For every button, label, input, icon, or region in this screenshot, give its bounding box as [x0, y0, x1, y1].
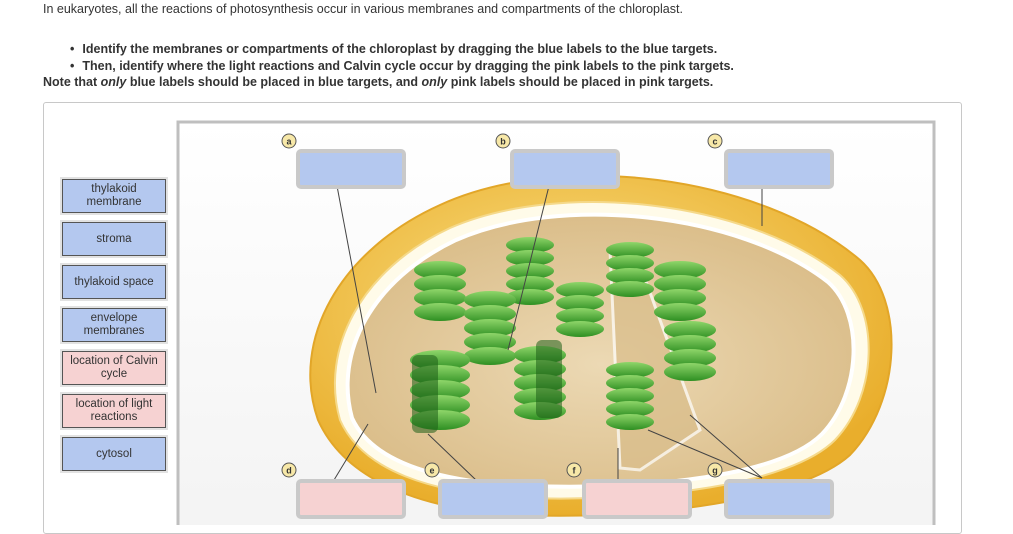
target-letter-badge-g	[707, 462, 723, 478]
target-letter-badge-c	[707, 133, 723, 149]
label-text: cytosol	[96, 447, 132, 460]
target-letter-e: e	[429, 466, 434, 476]
label-cytosol[interactable]: cytosol	[62, 437, 166, 471]
label-text: thylakoid space	[74, 275, 154, 288]
drop-target-e[interactable]	[438, 479, 548, 519]
drop-target-d[interactable]	[296, 479, 406, 519]
label-stroma[interactable]: stroma	[62, 222, 166, 256]
note-prefix: Note that	[43, 75, 101, 89]
target-letter-g: g	[712, 466, 718, 476]
instruction-bullet-1: Identify the membranes or compartments o…	[70, 41, 734, 58]
note-middle: blue labels should be placed in blue tar…	[126, 75, 422, 89]
note-emphasis-1: only	[100, 75, 127, 89]
target-letter-b: b	[500, 137, 506, 147]
target-letter-badge-e	[424, 462, 440, 478]
drop-target-b[interactable]	[510, 149, 620, 189]
target-letter-d: d	[286, 466, 292, 476]
target-letter-c: c	[712, 137, 717, 147]
intro-text: In eukaryotes, all the reactions of phot…	[43, 2, 683, 16]
drop-target-c[interactable]	[724, 149, 834, 189]
target-letter-badge-f	[566, 462, 582, 478]
label-text: stroma	[96, 232, 132, 245]
drop-target-f[interactable]	[582, 479, 692, 519]
target-letters: a b c d e f g	[281, 133, 723, 478]
instruction-bullet-2: Then, identify where the light reactions…	[70, 58, 734, 75]
drop-targets	[296, 149, 834, 519]
label-text: location of Calvin cycle	[70, 355, 158, 380]
drop-target-a[interactable]	[296, 149, 406, 189]
note-suffix: pink labels should be placed in pink tar…	[447, 75, 714, 89]
label-envelope-membranes[interactable]: envelope membranes	[62, 308, 166, 342]
drop-target-g[interactable]	[724, 479, 834, 519]
target-letter-f: f	[573, 466, 577, 476]
label-thylakoid-space[interactable]: thylakoid space	[62, 265, 166, 299]
label-text: location of light reactions	[75, 398, 153, 423]
label-light-reactions-location[interactable]: location of light reactions	[62, 394, 166, 428]
target-letter-a: a	[286, 137, 292, 147]
leader-lines	[333, 185, 763, 481]
grana-stacks	[410, 237, 716, 433]
label-thylakoid-membrane[interactable]: thylakoid membrane	[62, 179, 166, 213]
label-text: envelope membranes	[83, 312, 145, 337]
note-emphasis-2: only	[421, 75, 448, 89]
target-letter-badge-d	[281, 462, 297, 478]
chloroplast	[309, 174, 893, 517]
note-text: Note that only blue labels should be pla…	[43, 75, 713, 89]
instruction-list: Identify the membranes or compartments o…	[70, 41, 734, 75]
target-letter-badge-b	[495, 133, 511, 149]
label-calvin-cycle-location[interactable]: location of Calvin cycle	[62, 351, 166, 385]
target-letter-badge-a	[281, 133, 297, 149]
label-text: thylakoid membrane	[86, 183, 142, 208]
